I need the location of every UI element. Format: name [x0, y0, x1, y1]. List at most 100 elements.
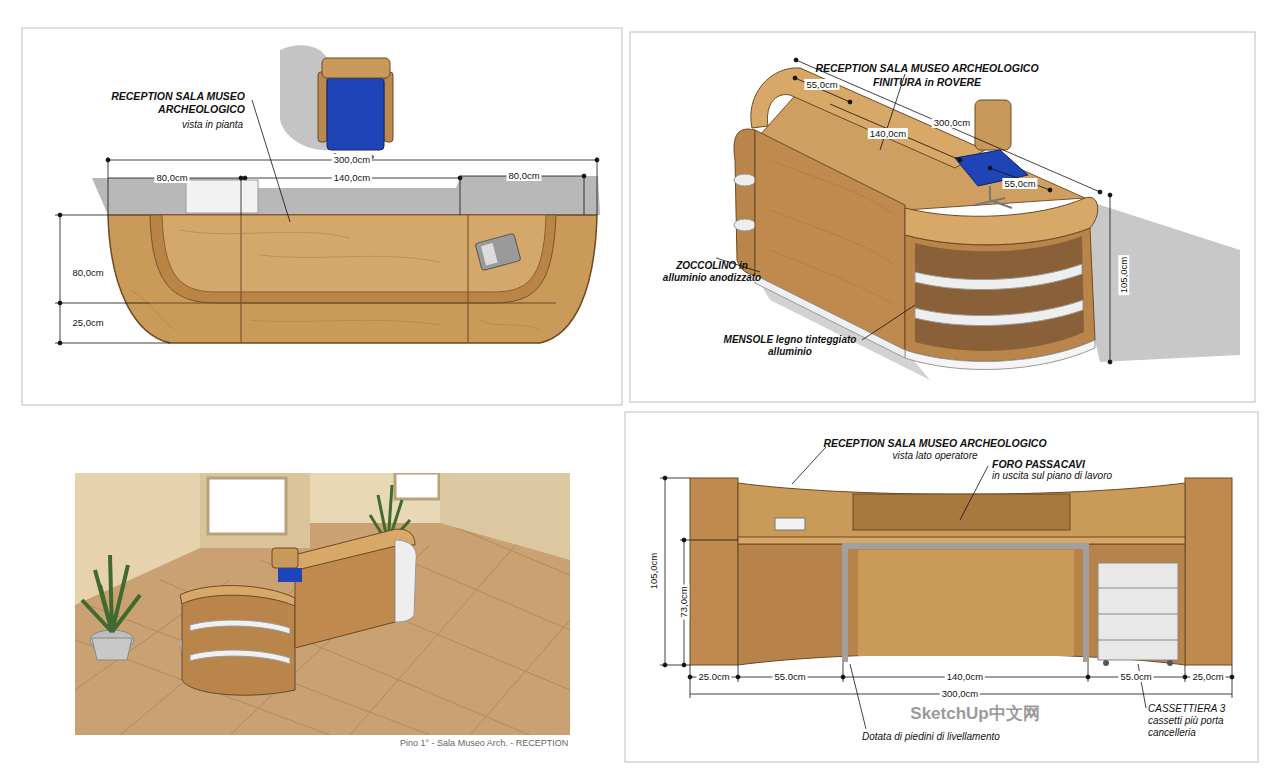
desk-front-view-part	[468, 215, 469, 343]
dimension-lines-part	[794, 58, 798, 62]
dimension-lines-part	[850, 664, 866, 729]
dimension-lines-part	[682, 663, 686, 667]
desk-front-view-part	[241, 215, 242, 343]
desk-operator-view-part	[1098, 588, 1178, 589]
desk-operator-view-part	[738, 544, 1185, 665]
dimension-lines-part	[792, 447, 826, 484]
dimension-label: 105,0cm	[1118, 255, 1129, 295]
dimension-label: 300,0cm	[940, 688, 980, 699]
desk-front-view-part	[150, 215, 556, 303]
desk-perspective-part	[905, 228, 1095, 361]
desk-perspective-part	[734, 129, 755, 275]
view-title: RECEPTION SALA MUSEO ARCHEOLOGICO	[823, 437, 1046, 450]
view-subtitle: vista lato operatore	[892, 450, 977, 462]
dimension-lines-part	[738, 665, 739, 682]
dimension-lines-part	[241, 176, 242, 215]
desk-render-part	[182, 592, 295, 695]
desk-operator-view-part	[1185, 478, 1232, 665]
desk-front-view-part	[475, 233, 521, 270]
desk-operator-view-part	[690, 478, 738, 665]
desk-perspective-part	[915, 264, 1082, 290]
dimension-lines-part	[793, 76, 797, 80]
dimension-lines-part	[690, 665, 691, 698]
render-panel-part	[75, 473, 200, 605]
render-panel-part	[440, 473, 570, 560]
dimension-lines	[716, 58, 1112, 364]
dimension-lines	[55, 100, 599, 345]
dimension-label: 80,0cm	[70, 267, 105, 278]
dimension-lines-part	[830, 104, 960, 160]
dimension-lines-part	[843, 662, 844, 682]
dimension-label: 73,0cm	[678, 584, 689, 619]
dimension-lines-part	[108, 157, 109, 215]
desk-render-part	[190, 650, 290, 664]
view-title: RECEPTION SALA MUSEO ARCHEOLOGICO	[110, 90, 245, 115]
dimension-label: 55.0cm	[772, 671, 807, 682]
dimension-lines-part	[55, 303, 150, 304]
dimension-lines-part	[796, 60, 1100, 192]
perspective-panel-part	[1085, 200, 1240, 362]
desk-perspective	[734, 68, 1098, 370]
dimension-label: 25,0cm	[70, 317, 105, 328]
chair-top-view-part	[327, 78, 384, 150]
desk-front-view	[108, 215, 597, 343]
dimension-lines-part	[1232, 665, 1233, 698]
desk-perspective-part	[734, 219, 756, 231]
dimension-label: 105,0cm	[648, 551, 659, 591]
dimension-lines-part	[460, 176, 461, 215]
render-panel-part	[75, 473, 570, 735]
plan-view-panel-part	[22, 28, 622, 405]
desk-render-part	[272, 548, 298, 568]
desk-front-view-part	[150, 303, 556, 304]
desk-front-view-part-part	[475, 233, 521, 270]
part-note: MENSOLE legno tinteggiato alluminio	[720, 334, 860, 357]
dimension-lines-part	[243, 176, 247, 180]
desk-operator-view-part	[775, 518, 805, 530]
dimension-lines-part	[1048, 188, 1052, 192]
dimension-lines	[660, 447, 1234, 729]
dimension-lines-part	[663, 663, 667, 667]
dimension-lines-part	[55, 343, 170, 344]
desk-operator-view-part	[845, 546, 1086, 662]
render-panel-part	[395, 473, 439, 499]
render-panel-part	[208, 478, 286, 534]
dimension-label: 55,0cm	[1002, 178, 1037, 189]
desk-render-part	[190, 620, 290, 634]
dimension-lines-part	[680, 540, 738, 541]
chair-top-view-part	[322, 58, 390, 78]
render-panel-part	[92, 638, 132, 660]
dimension-lines-part	[663, 476, 667, 480]
chair-perspective-part	[975, 100, 1011, 150]
desk-front-view-part	[162, 215, 546, 292]
dimension-lines-part	[584, 176, 585, 215]
dimension-label: 80,0cm	[506, 170, 541, 181]
dimension-lines-part	[1098, 190, 1102, 194]
dimension-lines-part	[1110, 195, 1111, 362]
plan-view-panel	[22, 28, 622, 405]
render-panel-part-part	[470, 620, 570, 735]
dimension-label: 55,0cm	[804, 79, 839, 90]
dimension-label: 140,0cm	[868, 128, 908, 139]
dimension-lines-part	[958, 158, 962, 162]
desk-perspective-part	[770, 160, 895, 305]
desk-operator-view-part	[853, 494, 1070, 530]
dimension-lines-part	[55, 215, 108, 216]
desk-perspective-part	[915, 236, 1084, 351]
dimension-lines-part	[1108, 360, 1112, 364]
dimension-lines-part	[960, 466, 988, 520]
desk-operator-view-part	[738, 483, 1185, 540]
dimension-lines-part	[60, 215, 61, 343]
desk-front-view-part	[130, 230, 540, 330]
render-panel-part	[310, 473, 440, 523]
desk-render-part	[395, 540, 416, 622]
desk-perspective-part	[734, 174, 756, 186]
dimension-lines-part	[862, 305, 915, 340]
dimension-lines-part	[1185, 665, 1186, 682]
dimension-label: 25,0cm	[1190, 671, 1225, 682]
part-note: CASSETTIERA 3 cassetti più porta cancell…	[1148, 703, 1253, 739]
dimension-label: 25.0cm	[696, 671, 731, 682]
desk-perspective-part	[915, 300, 1083, 326]
